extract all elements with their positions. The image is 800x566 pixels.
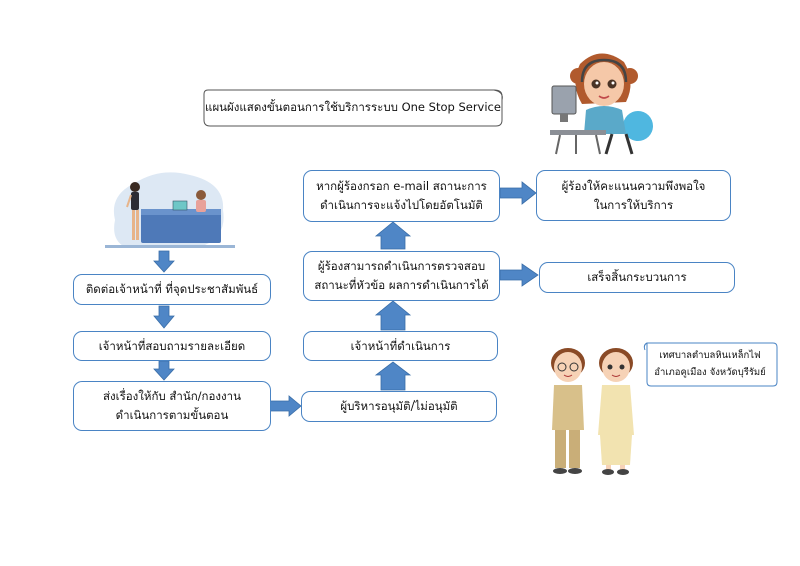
step-contact-box: ติดต่อเจ้าหน้าที่ ที่จุดประชาสัมพันธ์ (73, 274, 271, 305)
step-proceed-text: เจ้าหน้าที่ดำเนินการ (350, 338, 451, 353)
arrow-right-1 (269, 395, 302, 417)
step-proceed-box: เจ้าหน้าที่ดำเนินการ (303, 331, 498, 361)
step-email-box: หากผู้ร้องกรอก e-mail สถานะการ ดำเนินการ… (303, 170, 500, 222)
step-track-line-1: ผู้ร้องสามารถดำเนินการตรวจสอบ (317, 259, 486, 273)
step-approve-text: ผู้บริหารอนุมัติ/ไม่อนุมัติ (340, 399, 458, 413)
step-forward-line-1: ส่งเรื่องให้กับ สำนัก/กองงาน (103, 389, 241, 403)
step-rate-line-2: ในการให้บริการ (593, 197, 674, 212)
step-email-line-1: หากผู้ร้องกรอก e-mail สถานะการ (316, 179, 487, 193)
step-contact-text: ติดต่อเจ้าหน้าที่ ที่จุดประชาสัมพันธ์ (85, 282, 259, 296)
organization-sign: เทศบาลตำบลหินเหล็กไฟ อำเภอคูเมือง จังหวั… (641, 338, 779, 390)
sign-line-1: เทศบาลตำบลหินเหล็กไฟ (659, 350, 761, 361)
step-rate-line-1: ผู้ร้องให้คะแนนความพึงพอใจ (561, 178, 706, 193)
thai-officials-illustration (551, 348, 634, 475)
step-track-line-2: สถานะที่หัวข้อ ผลการดำเนินการได้ (314, 278, 489, 292)
sign-scroll-shape (643, 342, 778, 387)
step-inquire-text: เจ้าหน้าที่สอบถามรายละเอียด (98, 338, 246, 353)
arrow-right-2 (499, 263, 539, 287)
step-email-line-2: ดำเนินการจะแจ้งไปโดยอัตโนมัติ (320, 198, 483, 212)
arrow-up-3 (374, 221, 412, 250)
reception-desk-illustration (105, 172, 235, 248)
diagram-title: แผนผังแสดงขั้นตอนการใช้บริการระบบ One St… (205, 100, 501, 114)
step-approve-box: ผู้บริหารอนุมัติ/ไม่อนุมัติ (301, 391, 497, 422)
arrow-right-3 (499, 181, 537, 205)
step-rate-box: ผู้ร้องให้คะแนนความพึงพอใจ ในการให้บริกา… (536, 170, 731, 221)
step-track-box: ผู้ร้องสามารถดำเนินการตรวจสอบ สถานะที่หั… (303, 251, 500, 301)
step-forward-line-2: ดำเนินการตามขั้นตอน (115, 408, 229, 422)
arrow-down-1 (153, 250, 175, 273)
arrow-up-1 (374, 361, 412, 391)
arrow-down-3 (153, 360, 175, 381)
step-forward-box: ส่งเรื่องให้กับ สำนัก/กองงาน ดำเนินการตา… (73, 381, 271, 431)
step-complete-box: เสร็จสิ้นกระบวนการ (539, 262, 735, 293)
arrow-up-2 (374, 300, 412, 331)
step-inquire-box: เจ้าหน้าที่สอบถามรายละเอียด (73, 331, 271, 361)
step-complete-text: เสร็จสิ้นกระบวนการ (587, 270, 687, 284)
sign-line-2: อำเภอคูเมือง จังหวัดบุรีรัมย์ (654, 367, 766, 378)
diagram-title-banner: แผนผังแสดงขั้นตอนการใช้บริการระบบ One St… (198, 86, 508, 130)
arrow-down-2 (153, 305, 175, 329)
call-center-agent-illustration (550, 53, 653, 155)
title-scroll-shape (203, 89, 503, 127)
